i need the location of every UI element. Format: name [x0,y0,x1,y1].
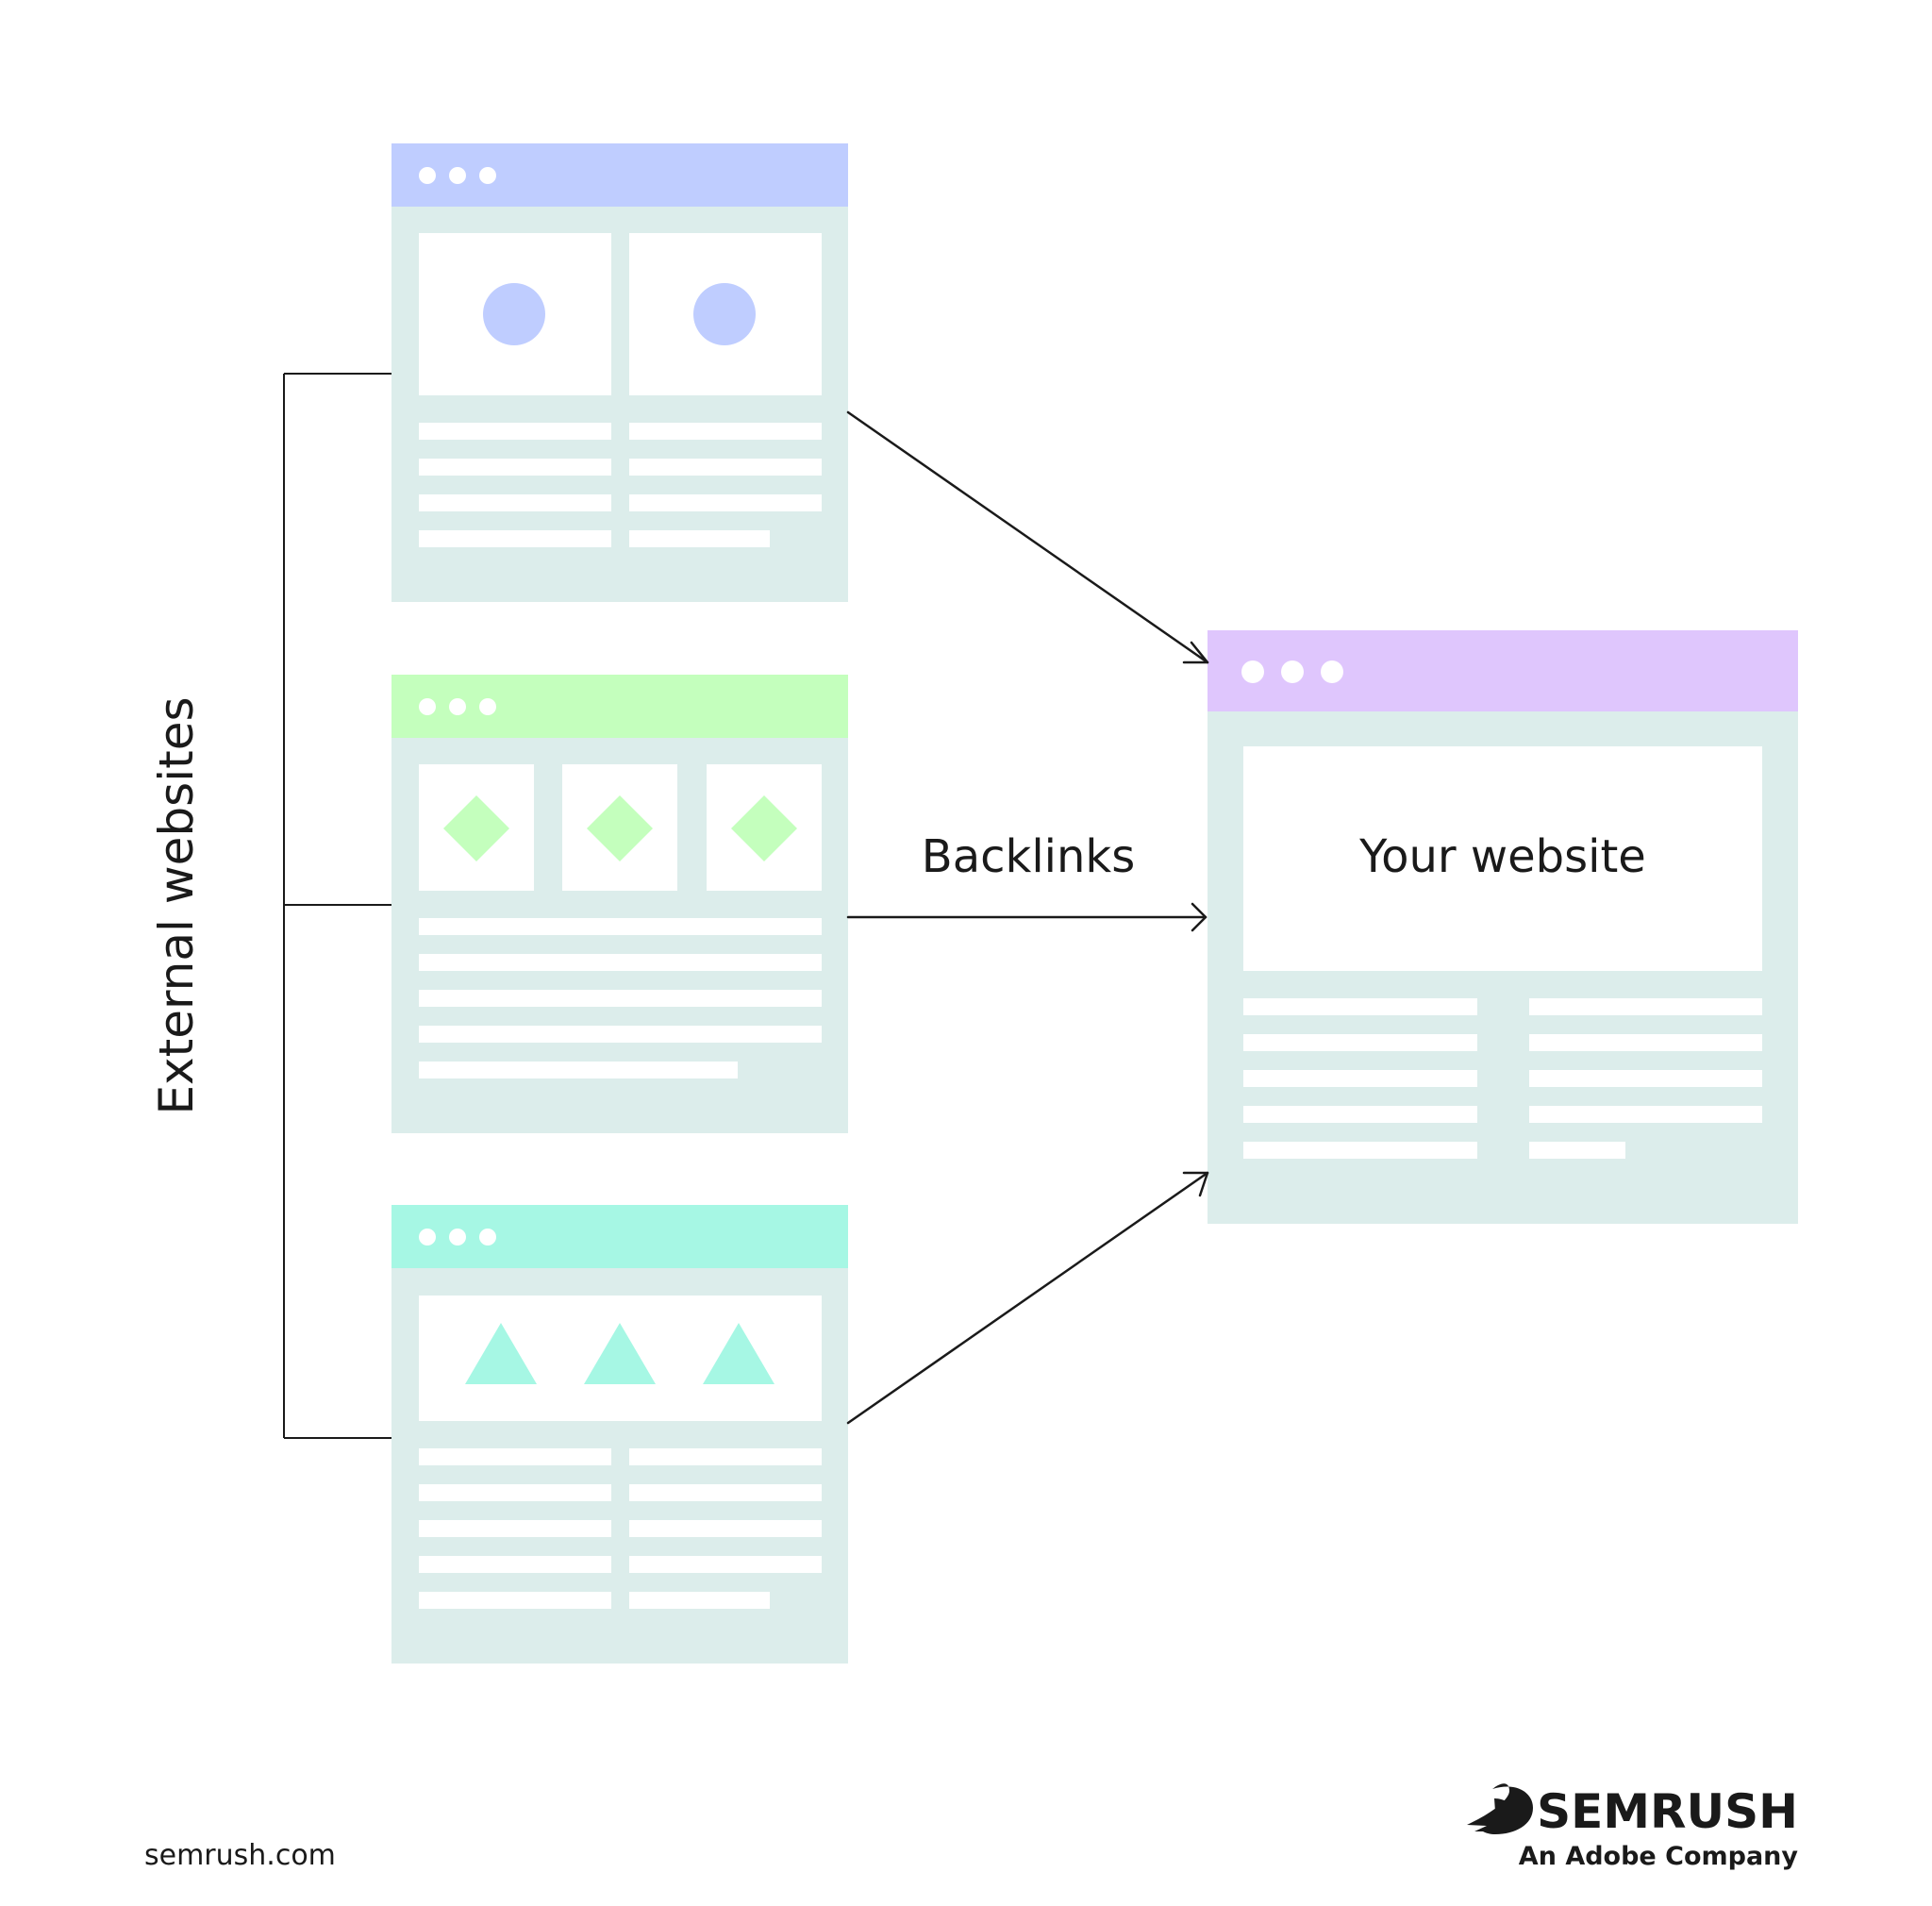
backlink-arrows [846,410,1209,1425]
semrush-logo: SEMRUSH An Adobe Company [1467,1783,1798,1871]
external-site-2 [391,675,848,1133]
circle-shape-icon [693,283,756,345]
window-dot-icon [449,698,466,715]
diamond-shape-icon [731,795,797,861]
window-dot-icon [479,698,496,715]
diamond-shape-icon [443,795,509,861]
site-1-header-bar [391,143,848,207]
triangle-shape-icon [703,1323,774,1384]
semrush-wordmark: SEMRUSH [1537,1784,1798,1839]
external-websites-bracket [283,373,391,1439]
window-dot-icon [419,1229,436,1246]
triangle-shape-icon [584,1323,656,1384]
external-site-1 [391,143,848,602]
external-site-3 [391,1205,848,1664]
semrush-tagline: An Adobe Company [1519,1842,1799,1871]
target-site: Your website [1208,630,1798,1224]
external-websites-label: External websites [149,696,204,1114]
footer-url: semrush.com [144,1839,336,1872]
window-dot-icon [449,167,466,184]
window-dot-icon [1241,660,1264,683]
window-dot-icon [419,167,436,184]
target-site-header-bar [1208,630,1798,711]
target-site-hero-block [1243,746,1762,971]
site-2-header-bar [391,675,848,738]
site-3-header-bar [391,1205,848,1268]
circle-shape-icon [483,283,545,345]
diamond-shape-icon [587,795,653,861]
your-website-label: Your website [1358,830,1646,883]
backlinks-label: Backlinks [922,830,1135,883]
window-dot-icon [479,167,496,184]
window-dot-icon [419,698,436,715]
arrow-middle [846,902,1208,932]
window-dot-icon [479,1229,496,1246]
window-dot-icon [1281,660,1304,683]
triangle-shape-icon [465,1323,537,1384]
semrush-flame-icon [1467,1783,1533,1834]
arrow-top [846,410,1209,664]
arrow-bottom [846,1171,1209,1425]
window-dot-icon [1321,660,1343,683]
window-dot-icon [449,1229,466,1246]
